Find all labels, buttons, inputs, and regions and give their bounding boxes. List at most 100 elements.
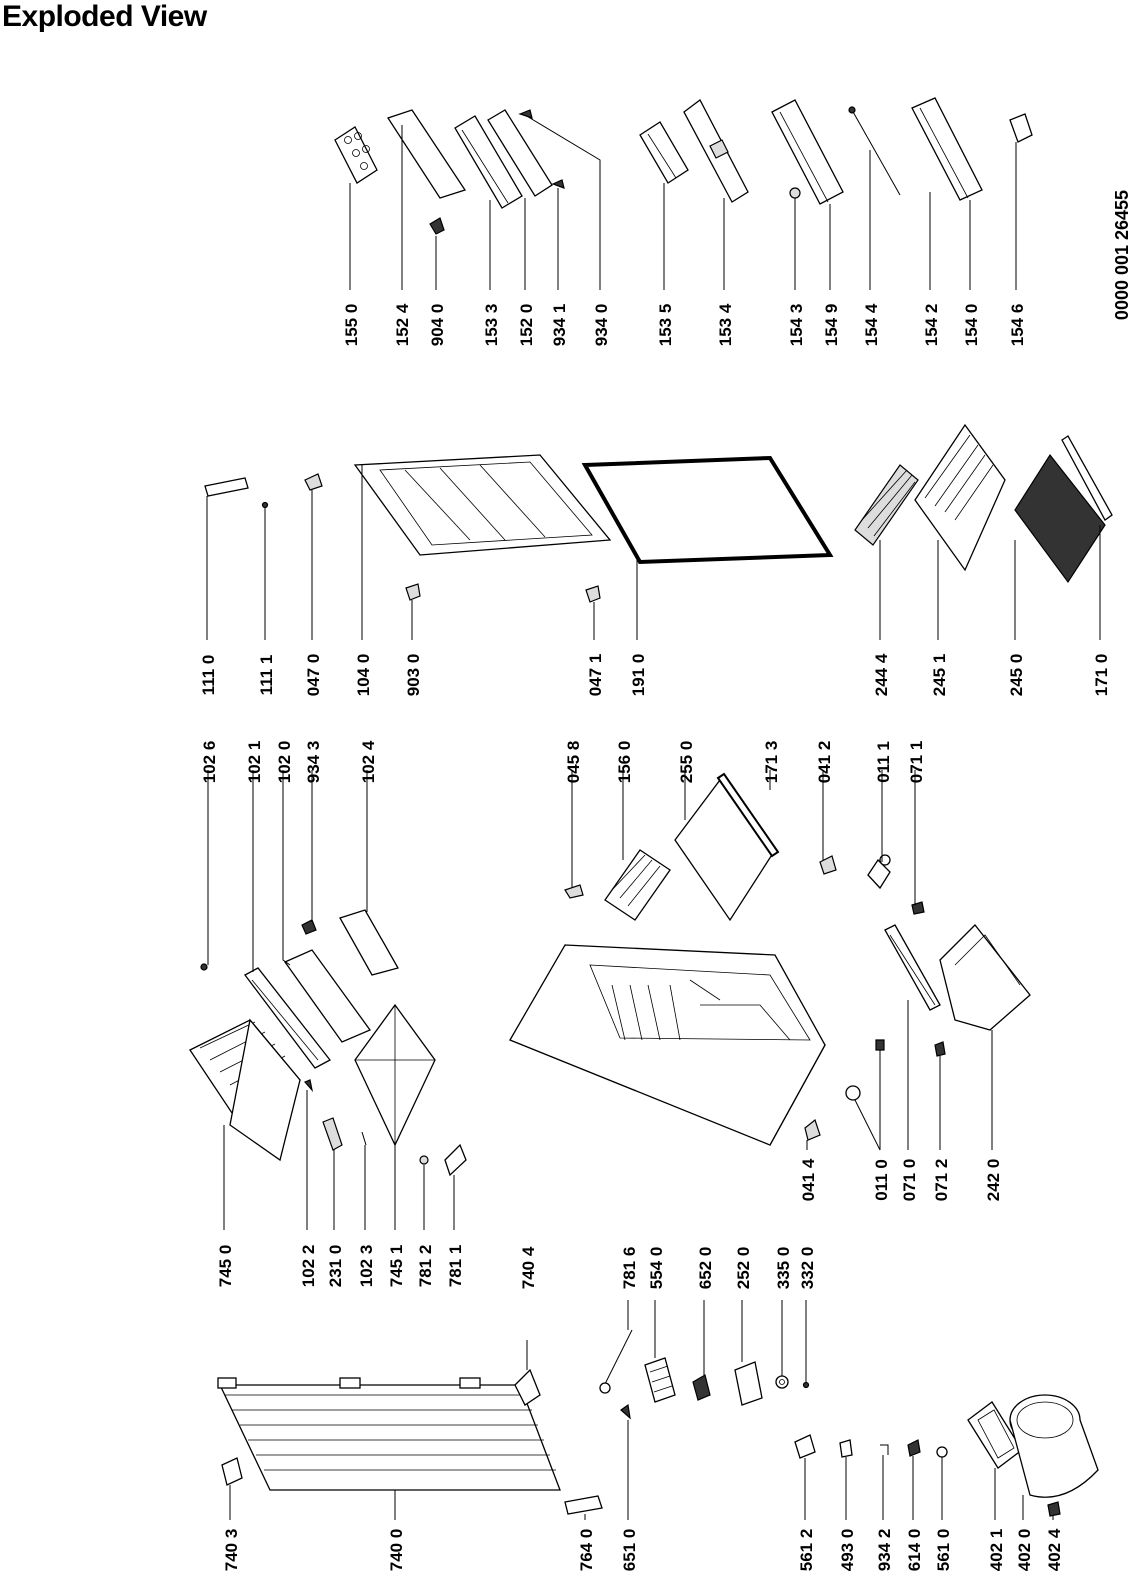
part-label: 011 1 [874, 741, 893, 783]
part-label: 934 3 [304, 741, 323, 784]
grommet-335-0 [775, 1375, 789, 1389]
light-rail [884, 924, 941, 1011]
part-label: 111 0 [199, 655, 218, 696]
part-label: 332 0 [798, 1247, 817, 1290]
part-label: 041 4 [799, 1158, 818, 1201]
ice-tray [604, 849, 671, 921]
part-label: 745 0 [216, 1245, 235, 1288]
labels-second-row: 111 0 111 1 047 0 104 0 903 0 047 1 191 … [199, 653, 1111, 696]
part-label: 156 0 [615, 741, 634, 784]
overload-493-0 [839, 1439, 853, 1458]
crisper-drawer [939, 924, 1031, 1031]
wire-shelf-large [914, 423, 1006, 572]
part-label: 154 3 [787, 304, 806, 347]
part-label: 154 4 [862, 303, 881, 346]
part-label: 493 0 [838, 1529, 857, 1572]
part-label: 740 3 [222, 1529, 241, 1572]
part-label: 745 1 [387, 1245, 406, 1288]
part-label: 561 2 [797, 1529, 816, 1572]
part-label: 154 9 [822, 304, 841, 347]
clip-102-2 [303, 1079, 314, 1093]
part-label: 245 1 [930, 654, 949, 697]
handle-231-0 [322, 1117, 343, 1151]
screw-332-0 [802, 1381, 810, 1389]
wire-shelf-small [854, 464, 919, 546]
lamp-071-2 [934, 1041, 946, 1057]
part-label: 152 4 [393, 303, 412, 346]
part-label: 191 0 [629, 654, 648, 697]
grid-shelf [1014, 453, 1106, 584]
part-label: 255 0 [677, 741, 696, 784]
compressor [1009, 1394, 1099, 1498]
labels-fourth-row-bottom: 740 3 740 0 764 0 651 0 561 2 493 0 934 … [222, 1528, 1064, 1571]
part-label: 740 4 [519, 1246, 538, 1289]
door-inner-liner [353, 454, 612, 556]
label-plate [339, 909, 399, 976]
labels-third-row-bottom: 745 0 102 2 231 0 102 3 745 1 781 2 781 … [216, 1158, 1003, 1287]
thermostat-knob [867, 854, 891, 890]
labels-top-row: 155 0 152 4 904 0 153 3 152 0 934 1 934 … [342, 303, 1027, 346]
part-label: 102 2 [299, 1245, 318, 1288]
part-label: 652 0 [696, 1247, 715, 1290]
part-label: 764 0 [577, 1529, 596, 1572]
bottle-rack [683, 99, 749, 203]
part-label: 781 1 [446, 1245, 465, 1288]
part-label: 244 4 [872, 653, 891, 696]
clip-934-2 [880, 1444, 889, 1455]
motor-252-0 [734, 1361, 763, 1406]
part-label: 111 1 [257, 655, 276, 696]
hinge-047-1 [585, 585, 601, 603]
part-label: 934 2 [875, 1529, 894, 1572]
drip-tray [354, 1003, 436, 1147]
part-label: 154 2 [922, 304, 941, 347]
plate-trim [716, 772, 780, 858]
part-label: 047 1 [586, 654, 605, 697]
part-label: 153 3 [482, 304, 501, 347]
condenser [217, 1377, 561, 1491]
cap-071-0 [875, 1039, 885, 1051]
part-label: 011 0 [872, 1159, 891, 1201]
part-label: 651 0 [620, 1529, 639, 1572]
pin-102-3 [361, 1131, 367, 1146]
part-label: 102 0 [275, 741, 294, 784]
door-tray-lower [911, 97, 983, 201]
part-label: 104 0 [354, 654, 373, 697]
relay-spring [644, 1357, 676, 1403]
pin-781-2 [419, 1155, 429, 1165]
screw-045-8 [564, 884, 584, 899]
part-label: 335 0 [774, 1247, 793, 1290]
hinge-903-0 [405, 583, 421, 601]
part-label: 781 2 [416, 1245, 435, 1288]
part-label: 231 0 [326, 1245, 345, 1288]
document-number: 0000 001 26455 [1112, 190, 1132, 320]
part-label: 041 2 [815, 741, 834, 784]
hinge-781-1 [444, 1143, 467, 1177]
part-label: 071 1 [907, 741, 926, 784]
part-label: 154 6 [1008, 304, 1027, 347]
part-label: 153 4 [716, 303, 735, 346]
freezer-flap [284, 949, 372, 1043]
labels-fourth-row-top: 740 4 781 6 554 0 652 0 252 0 335 0 332 … [519, 1246, 817, 1289]
bracket-740-3 [221, 1457, 243, 1486]
glass-plate [674, 778, 776, 922]
bolt-402-4 [1047, 1501, 1061, 1517]
part-label: 402 0 [1015, 1529, 1034, 1572]
connector-652-0 [692, 1374, 711, 1401]
part-label: 561 0 [934, 1529, 953, 1572]
clamp-740-4 [514, 1368, 541, 1406]
clip-934-3 [301, 919, 317, 935]
bracket-154-6 [1009, 113, 1033, 143]
part-label: 153 5 [656, 304, 675, 347]
drain-tube [599, 1329, 633, 1394]
part-label: 155 0 [342, 304, 361, 347]
part-label: 047 0 [304, 654, 323, 697]
cap-614-0 [907, 1439, 921, 1457]
cabinet [509, 944, 826, 1146]
part-label: 102 1 [245, 741, 264, 784]
part-label: 171 0 [1092, 654, 1111, 697]
relay-561-2 [794, 1434, 816, 1459]
part-label: 102 3 [357, 1245, 376, 1288]
dryer-filter [564, 1495, 603, 1515]
screw-111-1 [261, 501, 269, 509]
part-label: 154 0 [962, 304, 981, 347]
